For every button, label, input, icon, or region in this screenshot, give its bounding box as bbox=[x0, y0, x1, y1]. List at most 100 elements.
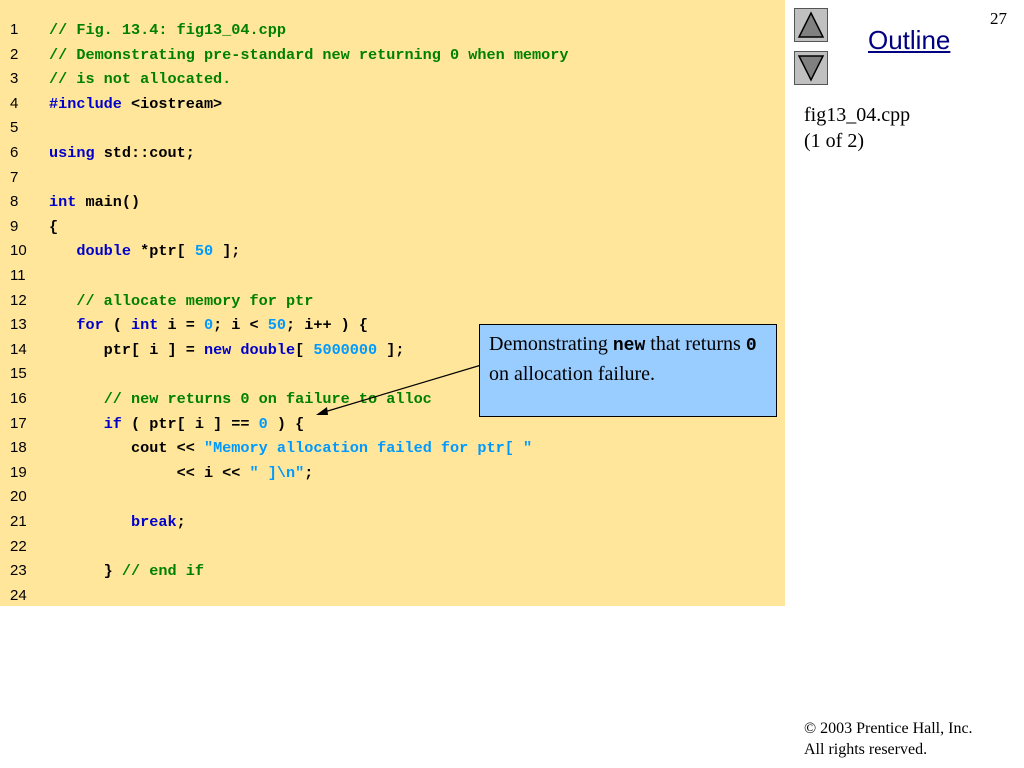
line-number: 7 bbox=[10, 168, 19, 186]
code-token: for bbox=[76, 316, 104, 335]
line-number: 8 bbox=[10, 193, 19, 211]
code-token: ]; bbox=[213, 242, 241, 261]
code-line: 23 } // end if bbox=[0, 559, 785, 583]
code-line: 8 int main() bbox=[0, 190, 785, 214]
line-number: 11 bbox=[10, 267, 26, 284]
line-code: ptr[ i ] = new double[ 5000000 ]; bbox=[49, 338, 405, 362]
code-token: " ]\n" bbox=[249, 463, 305, 482]
line-code: // is not allocated. bbox=[49, 67, 231, 91]
copyright: © 2003 Prentice Hall, Inc. All rights re… bbox=[804, 718, 973, 760]
code-line: 5 bbox=[0, 116, 785, 140]
code-token: #include bbox=[49, 94, 122, 113]
code-line: 14 ptr[ i ] = new double[ 5000000 ]; bbox=[0, 338, 785, 362]
code-token: double bbox=[240, 340, 296, 359]
line-code: if ( ptr[ i ] == 0 ) { bbox=[49, 412, 305, 436]
line-number: 24 bbox=[10, 586, 27, 604]
code-line: 12 // allocate memory for ptr bbox=[0, 289, 785, 313]
line-number: 9 bbox=[10, 217, 19, 235]
line-number: 4 bbox=[10, 94, 19, 112]
code-token: 50 bbox=[194, 242, 214, 261]
line-number: 5 bbox=[10, 119, 19, 137]
previous-slide-button[interactable] bbox=[794, 8, 828, 42]
code-line: 1 // Fig. 13.4: fig13_04.cpp bbox=[0, 18, 785, 42]
line-number: 17 bbox=[10, 414, 27, 432]
line-number: 13 bbox=[10, 316, 27, 334]
line-number: 21 bbox=[10, 513, 27, 530]
line-number: 1 bbox=[10, 21, 19, 38]
line-number: 18 bbox=[10, 439, 27, 457]
code-line: 11 bbox=[0, 264, 785, 288]
code-token: ( ptr[ i ] == bbox=[121, 414, 259, 433]
code-line: 13 for ( int i = 0; i < 50; i++ ) { bbox=[0, 313, 785, 337]
code-line: 22 bbox=[0, 535, 785, 559]
line-code: // new returns 0 on failure to alloc bbox=[49, 387, 432, 411]
code-token: // new returns 0 on failure to alloc bbox=[103, 390, 432, 408]
code-line: 20 bbox=[0, 485, 785, 509]
line-number: 6 bbox=[10, 144, 19, 161]
file-name: fig13_04.cpp bbox=[804, 104, 911, 126]
code-token: // is not allocated. bbox=[49, 70, 232, 89]
code-token: double bbox=[76, 242, 132, 261]
outline-link[interactable]: Outline bbox=[868, 25, 951, 55]
code-line: 16 // new returns 0 on failure to alloc bbox=[0, 387, 785, 411]
line-code: break; bbox=[49, 510, 186, 534]
code-token: main() bbox=[76, 193, 141, 212]
code-token: // allocate memory for ptr bbox=[76, 291, 314, 310]
file-part: (1 of 2) bbox=[804, 130, 864, 152]
line-number: 19 bbox=[10, 463, 27, 481]
copyright-line-1: 2003 Prentice Hall, Inc. bbox=[816, 720, 973, 737]
code-line: 18 cout << "Memory allocation failed for… bbox=[0, 436, 785, 460]
code-token: ]; bbox=[377, 340, 405, 359]
line-code: using std::cout; bbox=[49, 141, 195, 165]
code-token: // Fig. 13.4: fig13_04.cpp bbox=[49, 21, 286, 39]
code-token: { bbox=[49, 217, 59, 236]
line-code: for ( int i = 0; i < 50; i++ ) { bbox=[49, 313, 368, 337]
next-slide-button[interactable] bbox=[794, 51, 828, 85]
callout-text-3: on allocation failure. bbox=[489, 363, 656, 385]
line-code: cout << "Memory allocation failed for pt… bbox=[49, 436, 532, 460]
triangle-down-icon bbox=[797, 55, 825, 82]
code-token: break bbox=[131, 513, 177, 531]
code-token: ; bbox=[176, 513, 186, 531]
line-number: 20 bbox=[10, 488, 27, 506]
code-token: ; i++ ) { bbox=[286, 316, 369, 335]
code-token: 0 bbox=[203, 316, 214, 335]
line-code: double *ptr[ 50 ]; bbox=[49, 239, 240, 263]
callout-note: Demonstrating new that returns 0 on allo… bbox=[479, 324, 777, 417]
code-token: ptr[ i ] = bbox=[49, 340, 204, 359]
code-token: using bbox=[49, 144, 95, 162]
line-number: 10 bbox=[10, 242, 27, 260]
callout-text-1: Demonstrating bbox=[489, 333, 613, 355]
code-line: 21 break; bbox=[0, 510, 785, 534]
line-code: // Demonstrating pre-standard new return… bbox=[49, 43, 569, 67]
code-line: 7 bbox=[0, 166, 785, 190]
code-token: << i << bbox=[49, 463, 250, 482]
code-line: 15 bbox=[0, 362, 785, 386]
code-line: 17 if ( ptr[ i ] == 0 ) { bbox=[0, 412, 785, 436]
file-label: fig13_04.cpp (1 of 2) bbox=[804, 102, 910, 154]
triangle-up-icon bbox=[797, 11, 825, 38]
line-code: { bbox=[49, 215, 58, 239]
code-token: i = bbox=[158, 316, 204, 335]
code-line: 6 using std::cout; bbox=[0, 141, 785, 165]
callout-text-2: that returns bbox=[645, 333, 746, 355]
code-token: *ptr[ bbox=[131, 242, 195, 261]
code-token: new bbox=[203, 340, 232, 359]
code-line: 3// is not allocated. bbox=[0, 67, 785, 91]
callout-code-zero: 0 bbox=[745, 336, 757, 356]
code-token: cout << bbox=[49, 439, 204, 458]
code-token: ; bbox=[304, 463, 314, 482]
page-number: 27 bbox=[990, 9, 1007, 28]
code-line: 10 double *ptr[ 50 ]; bbox=[0, 239, 785, 263]
line-code: // Fig. 13.4: fig13_04.cpp bbox=[49, 18, 286, 42]
copyright-line-2: All rights reserved. bbox=[804, 741, 928, 758]
code-token: } bbox=[49, 562, 122, 581]
line-code: << i << " ]\n"; bbox=[49, 461, 314, 485]
line-code: } // end if bbox=[49, 559, 204, 583]
line-code: int main() bbox=[49, 190, 140, 214]
code-listing: 1 // Fig. 13.4: fig13_04.cpp 2 // Demonstra… bbox=[0, 0, 785, 606]
line-number: 2 bbox=[10, 45, 19, 63]
code-token: int bbox=[131, 316, 159, 335]
copyright-symbol: © bbox=[804, 720, 817, 737]
code-token: ; i < bbox=[213, 316, 268, 335]
